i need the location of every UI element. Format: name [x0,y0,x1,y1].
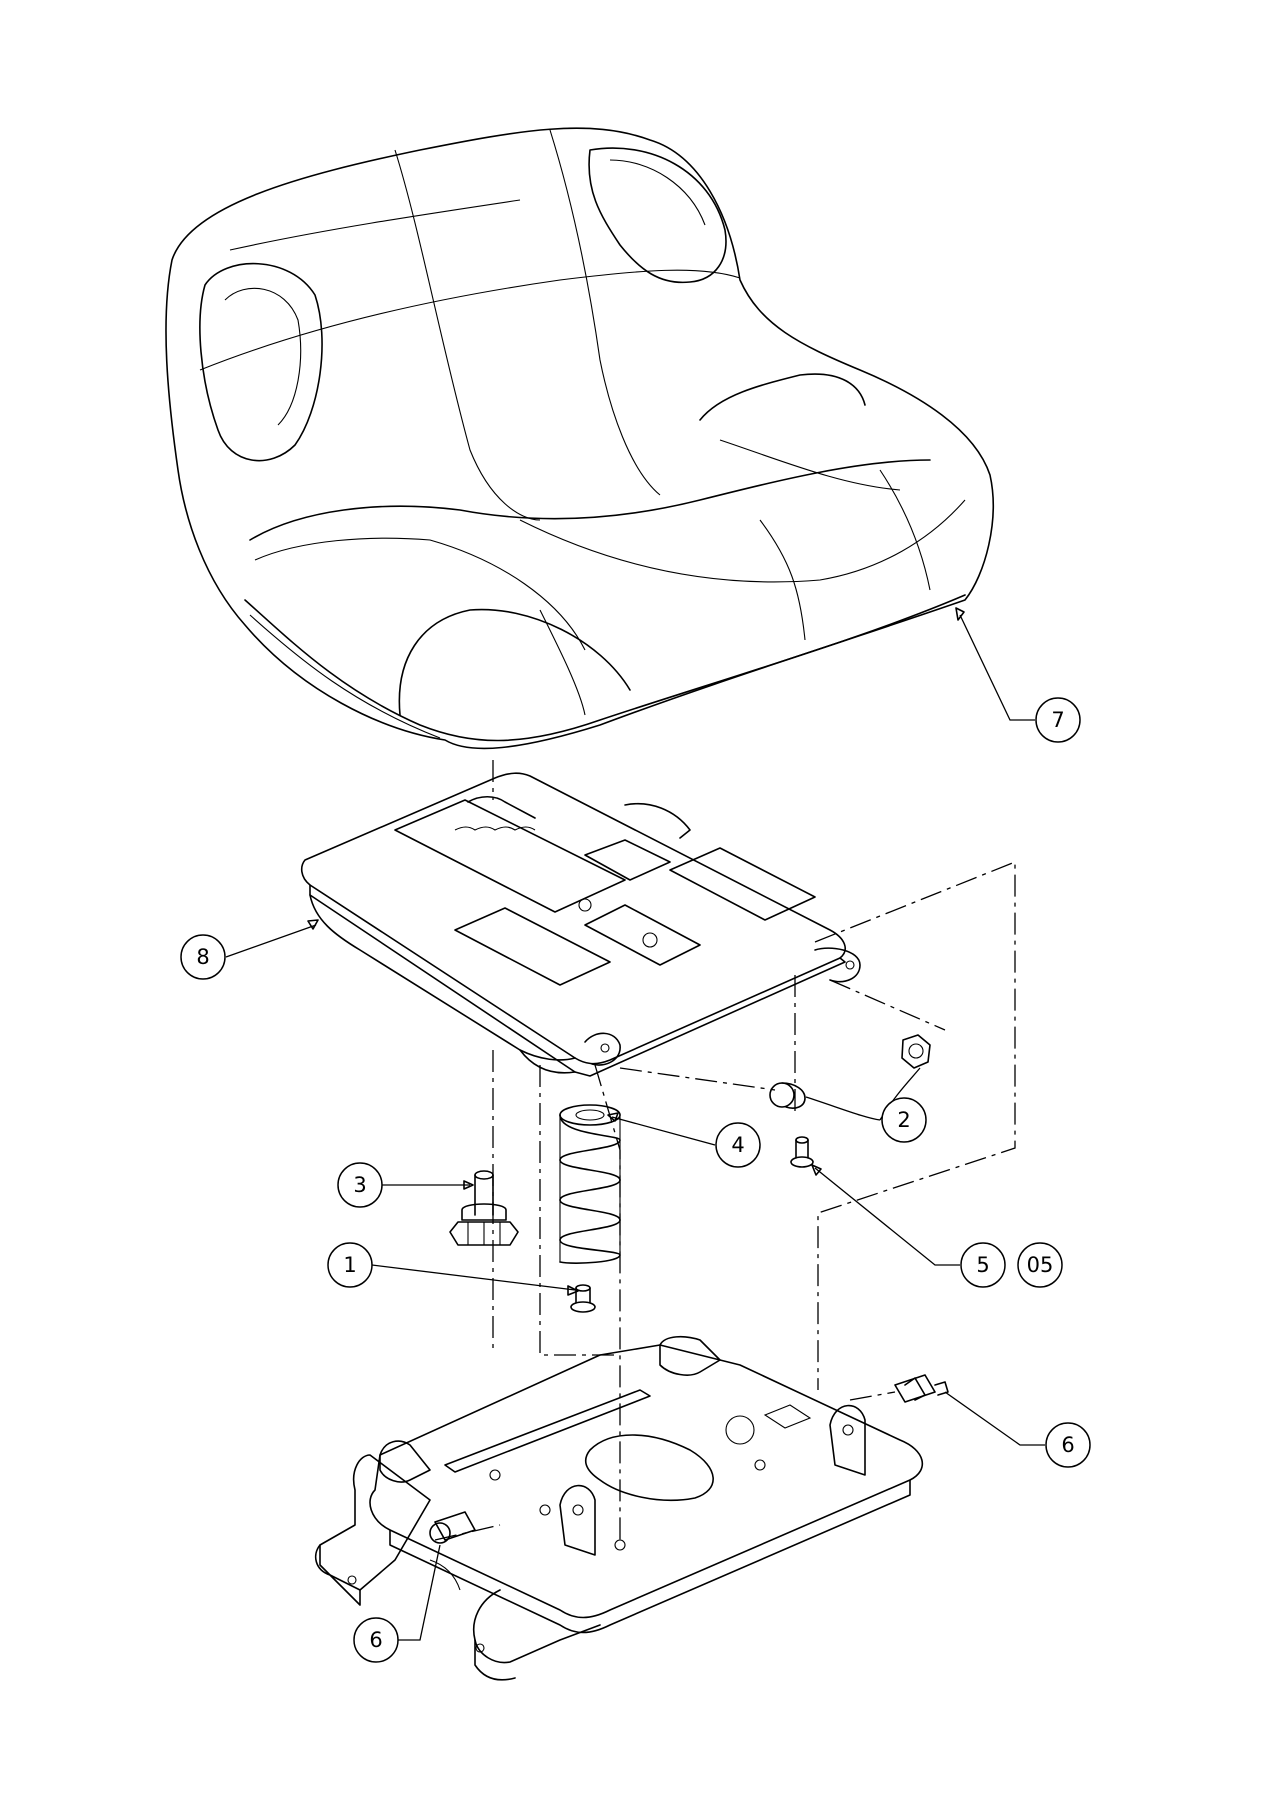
leader-8 [225,924,317,958]
callout-05: 05 [1017,1242,1063,1288]
svg-text:7: 7 [1051,708,1064,732]
svg-text:4: 4 [731,1133,744,1157]
svg-text:2: 2 [897,1108,910,1132]
base-plate [314,1335,924,1681]
shoulder-bolt-left [429,1511,476,1544]
spring [559,1104,621,1264]
callout-2: 2 [881,1097,927,1143]
svg-text:05: 05 [1027,1253,1054,1277]
svg-text:5: 5 [976,1253,989,1277]
leader-5 [814,1167,960,1266]
leader-6a [944,1391,1045,1446]
callout-6a: 6 [1045,1422,1091,1468]
leader-1 [371,1264,576,1291]
svg-text:8: 8 [196,945,209,969]
lock-nut [901,1034,931,1069]
svg-text:6: 6 [369,1628,382,1652]
pivot-pin [790,1136,814,1168]
callout-7: 7 [1035,697,1081,743]
height-adjust-knob [449,1170,519,1246]
bushing [769,1082,806,1109]
seat-cushion [165,127,994,750]
svg-text:6: 6 [1061,1433,1074,1457]
callout-5: 5 [960,1242,1006,1288]
callout-8: 8 [180,934,226,980]
leader-6b [398,1544,441,1641]
callout-6b: 6 [353,1617,399,1663]
svg-text:1: 1 [343,1253,356,1277]
leader-4 [611,1116,716,1146]
leader-7 [959,614,1035,721]
callout-1: 1 [327,1242,373,1288]
svg-text:3: 3 [353,1173,366,1197]
callout-4: 4 [715,1122,761,1168]
leader-2a [805,1096,881,1121]
seat-pan [300,772,861,1077]
callout-3: 3 [337,1162,383,1208]
shoulder-bolt-right [894,1374,949,1403]
